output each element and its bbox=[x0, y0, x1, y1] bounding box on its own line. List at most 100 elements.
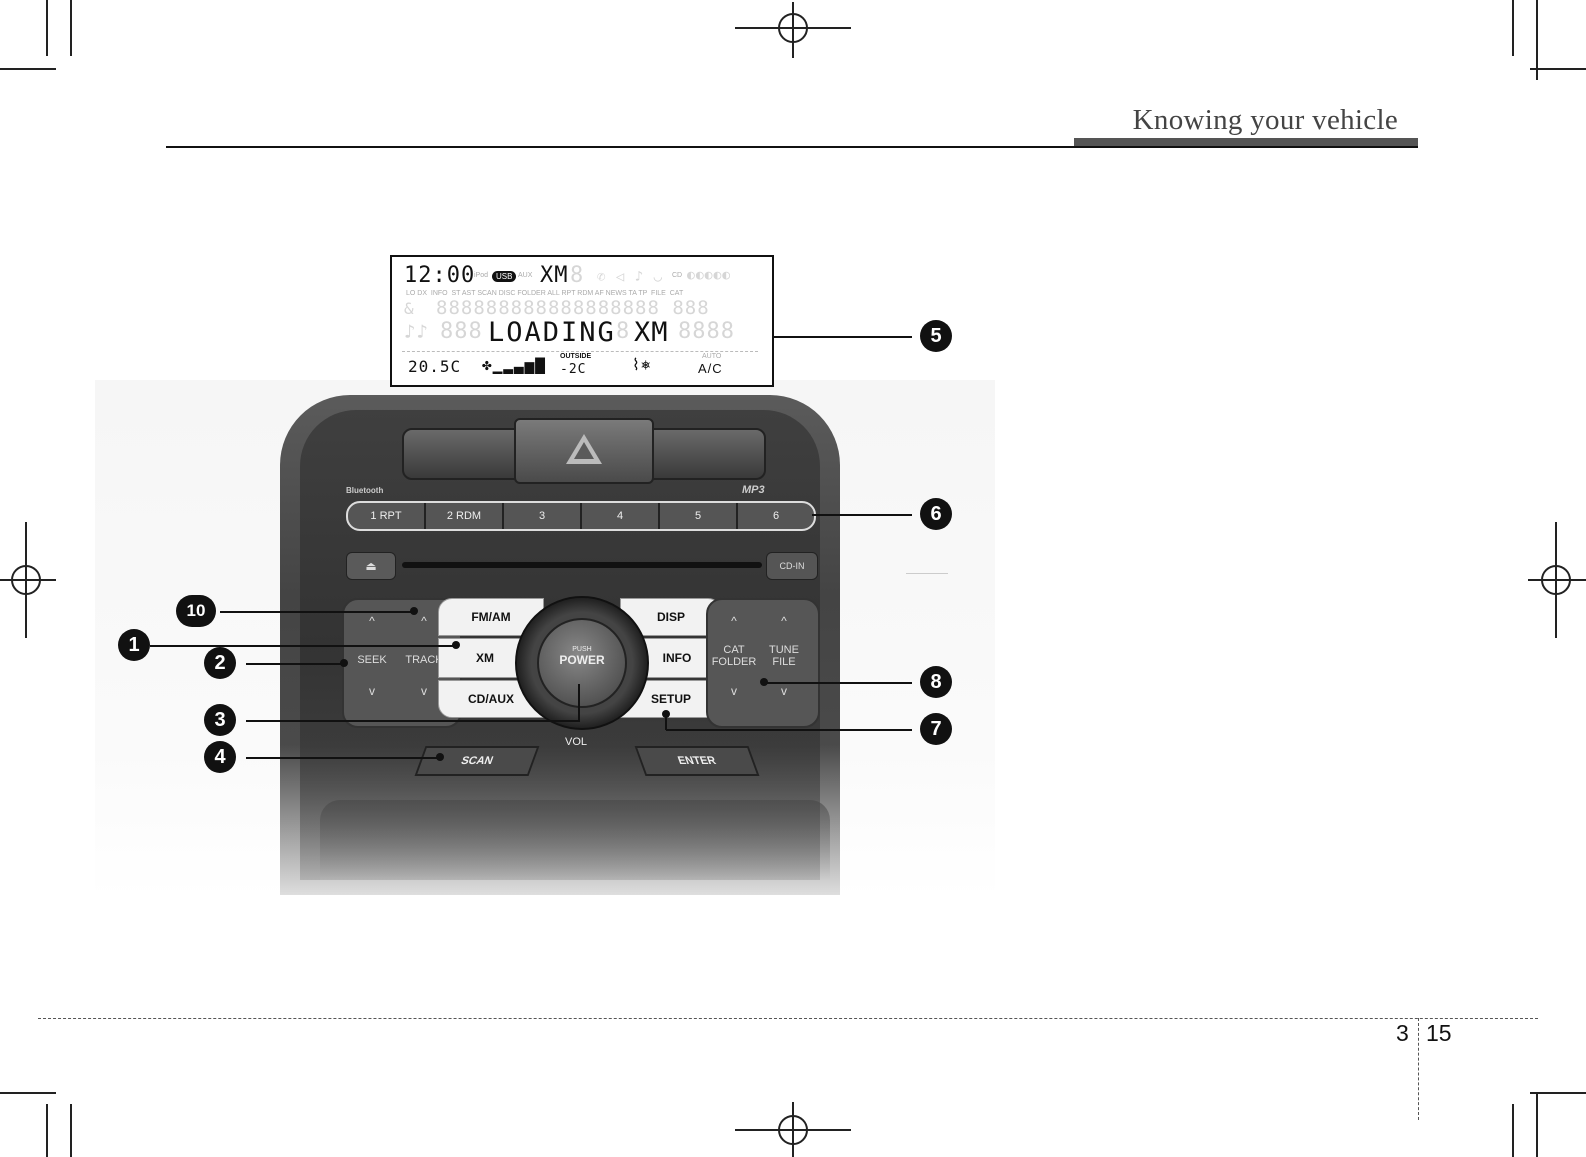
crop-mark bbox=[0, 68, 56, 70]
seek-button[interactable]: ^ SEEK v bbox=[348, 598, 396, 724]
crop-mark bbox=[1530, 1092, 1586, 1094]
track-down-icon[interactable]: v bbox=[421, 684, 427, 698]
crop-mark bbox=[70, 1104, 72, 1157]
power-button[interactable]: PUSH POWER bbox=[537, 618, 627, 708]
footer-rule bbox=[38, 1018, 1538, 1019]
cd-slot bbox=[402, 562, 762, 568]
lcd-status-labels: LO DX INFO ST AST SCAN DISC FOLDER ALL R… bbox=[406, 290, 684, 297]
lcd-segment-row-1: 888888888888888888 888 bbox=[436, 297, 710, 319]
callout-10: 10 bbox=[176, 595, 216, 627]
lcd-temp-display: 20.5C bbox=[408, 357, 462, 376]
lcd-display: 12:00 iPod USB AUX XM 8 ✆ ◁ ♪ ◡ CD ◐◐◐◐◐… bbox=[390, 255, 774, 387]
eject-button[interactable]: ⏏ bbox=[346, 552, 396, 580]
lcd-outside-temp: -2C bbox=[560, 362, 587, 377]
lcd-segment-prefix: 888 bbox=[440, 319, 483, 344]
crop-mark bbox=[1512, 1104, 1514, 1157]
lcd-cd-label: CD bbox=[672, 272, 683, 279]
lcd-aux-label: AUX bbox=[518, 272, 533, 279]
leader-dot-2 bbox=[340, 659, 348, 667]
crop-mark bbox=[46, 1104, 48, 1157]
leader-dot-4 bbox=[436, 753, 444, 761]
lcd-status-icons: ✆ ◁ ♪ ◡ bbox=[597, 269, 664, 285]
callout-4: 4 bbox=[204, 741, 236, 773]
callout-3: 3 bbox=[204, 704, 236, 736]
leader-line-2 bbox=[246, 663, 344, 665]
callout-7: 7 bbox=[920, 713, 952, 745]
preset-4[interactable]: 4 bbox=[582, 503, 660, 529]
leader-line-6 bbox=[812, 514, 912, 516]
section-title: Knowing your vehicle bbox=[1132, 104, 1398, 136]
callout-1: 1 bbox=[118, 629, 150, 661]
crop-mark bbox=[0, 1092, 56, 1094]
lcd-note-icon: ♪♪ bbox=[404, 321, 429, 343]
power-label: POWER bbox=[559, 653, 605, 667]
leader-dot-8 bbox=[760, 678, 768, 686]
lcd-defrost-icon: ⌇⎈ bbox=[632, 355, 652, 374]
lcd-main-text-2: XM bbox=[634, 317, 669, 348]
page-divider bbox=[1418, 1018, 1419, 1120]
hazard-triangle-icon bbox=[566, 434, 602, 464]
preset-6[interactable]: 6 bbox=[772, 510, 780, 522]
preset-2-rdm[interactable]: 2 RDM bbox=[426, 503, 504, 529]
preset-1-rpt[interactable]: 1 RPT bbox=[348, 503, 426, 529]
registration-target-right bbox=[1528, 522, 1586, 638]
leader-line-8 bbox=[764, 682, 912, 684]
hazard-button[interactable] bbox=[514, 418, 654, 484]
leader-line-4 bbox=[246, 757, 440, 759]
lcd-main-text: LOADING bbox=[488, 317, 616, 348]
cat-folder-label: CAT FOLDER bbox=[711, 644, 757, 668]
lcd-outside-label: OUTSIDE bbox=[560, 353, 592, 360]
lcd-band: XM bbox=[540, 263, 569, 288]
lcd-segment-suffix: 8888 bbox=[678, 319, 735, 344]
leader-line-5 bbox=[772, 336, 912, 338]
crop-mark bbox=[46, 0, 48, 56]
enter-button[interactable]: ENTER bbox=[634, 746, 760, 776]
track-button[interactable]: ^ TRACK v bbox=[400, 598, 448, 724]
leader-dot-1 bbox=[452, 641, 460, 649]
faint-line bbox=[906, 573, 948, 574]
cd-row: ⏏ CD-IN bbox=[346, 552, 818, 580]
cat-tune-group bbox=[706, 598, 820, 728]
lcd-band-digit: 8 bbox=[570, 263, 585, 288]
cd-in-indicator: CD-IN bbox=[766, 552, 818, 580]
disp-button[interactable]: DISP bbox=[620, 598, 722, 636]
crop-mark bbox=[1530, 68, 1586, 70]
registration-target-top bbox=[735, 2, 851, 58]
vol-label: VOL bbox=[565, 736, 588, 748]
cat-folder-button[interactable]: ^ CAT FOLDER v bbox=[710, 598, 758, 724]
mp3-logo: MP3 bbox=[742, 484, 765, 496]
scan-button[interactable]: SCAN bbox=[414, 746, 540, 776]
lcd-clock: 12:00 bbox=[404, 263, 476, 288]
registration-target-left bbox=[0, 522, 56, 638]
leader-dot-10 bbox=[410, 607, 418, 615]
registration-target-bottom bbox=[735, 1102, 851, 1157]
lcd-divider bbox=[402, 351, 758, 352]
seek-down-icon[interactable]: v bbox=[369, 684, 375, 698]
leader-line-10 bbox=[220, 611, 414, 613]
seek-label: SEEK bbox=[357, 654, 387, 666]
crop-mark bbox=[70, 0, 72, 56]
leader-line-7 bbox=[666, 729, 912, 731]
lcd-usb-badge: USB bbox=[492, 271, 517, 282]
header-rule-thick bbox=[1074, 138, 1418, 148]
lcd-person-icon: & bbox=[404, 299, 415, 318]
lcd-ipod-label: iPod bbox=[474, 272, 489, 279]
cat-up-icon[interactable]: ^ bbox=[731, 614, 737, 628]
seek-up-icon[interactable]: ^ bbox=[369, 614, 375, 628]
track-up-icon[interactable]: ^ bbox=[421, 614, 427, 628]
cat-down-icon[interactable]: v bbox=[731, 684, 737, 698]
lcd-disc-icons: ◐◐◐◐◐ bbox=[687, 268, 732, 283]
push-label: PUSH bbox=[572, 646, 592, 653]
preset-3[interactable]: 3 bbox=[504, 503, 582, 529]
lcd-segment-mid: 8 bbox=[616, 319, 631, 344]
track-label: TRACK bbox=[405, 654, 443, 666]
page-number: 15 bbox=[1426, 1020, 1452, 1046]
header-rule bbox=[166, 146, 1418, 148]
lcd-auto-label: AUTO bbox=[702, 353, 722, 360]
climate-panel-faded bbox=[320, 800, 830, 880]
tune-file-button[interactable]: ^ TUNE FILE v bbox=[760, 598, 808, 724]
tune-down-icon[interactable]: v bbox=[781, 684, 787, 698]
leader-line-3 bbox=[246, 720, 580, 722]
tune-up-icon[interactable]: ^ bbox=[781, 614, 787, 628]
preset-5[interactable]: 5 bbox=[660, 503, 738, 529]
